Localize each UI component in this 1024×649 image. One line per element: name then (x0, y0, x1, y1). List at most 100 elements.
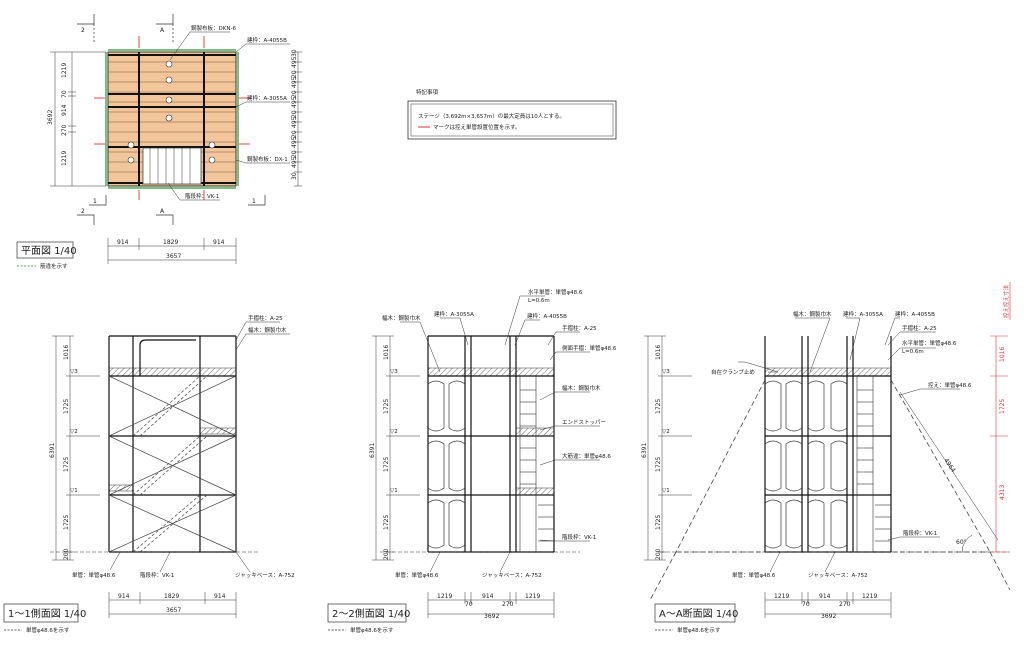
elev3-bottom-sub-1: 270 (839, 601, 851, 608)
elev1-bottom-dim-lines (108, 592, 237, 618)
plan-left-dim-0: 1219 (61, 63, 68, 78)
notes-panel: 特記事項 ステージ（3,692m×3,657m）の最大定員は10人とする。 マー… (407, 88, 617, 140)
elev2-label-stopper: エンドストッパー (562, 419, 606, 426)
elev1-braces (108, 375, 237, 553)
plan-left-dim-1: 70 (61, 90, 68, 98)
notes-box (407, 100, 617, 140)
notes-heading: 特記事項 (416, 88, 439, 96)
elev3-ladder (856, 376, 891, 552)
plan-left-dim-lines (50, 51, 106, 187)
elev1-label-tube: 単管：単管φ48.6 (72, 571, 116, 579)
elev3-label-tube: 単管：単管φ48.6 (732, 571, 776, 579)
elev2-label-handrail: 手摺柱：A-25 (562, 324, 597, 332)
elev3-diag-dim-line (899, 391, 999, 541)
elev2-label-guard: 側面手摺：単管φ48.6 (562, 344, 617, 352)
elev1-left-dim-1: 1725 (63, 399, 70, 414)
plan-bottom-dim-1: 1829 (163, 239, 178, 246)
plan-board-lines (108, 61, 236, 173)
elev3-struts (649, 379, 1011, 601)
plan-bottom-dim-0: 914 (117, 239, 129, 246)
plan-tie-arrows (94, 36, 250, 200)
plan-marker-a-bottom: A (160, 208, 165, 215)
elev2-level-1: ▽1 (390, 488, 398, 494)
elev1-label-stair: 階段枠：VK-1 (140, 571, 174, 579)
elev3-label-handrail: 手摺柱：A-25 (902, 324, 937, 332)
elev3-label-clamp: 自在クランプ止め (711, 368, 755, 376)
elev3-left-dim-2: 1725 (655, 457, 662, 472)
plan-label-deck: 鋼製布板：DKN-6 (191, 24, 236, 32)
elev3-red-dim-1: 1725 (999, 399, 1006, 414)
plan-bracing (105, 49, 239, 189)
elev3-label-jack: ジャッキベース：A-752 (808, 572, 868, 579)
plan-label-deck2: 鋼製布板：DX-1 (247, 155, 288, 163)
elev2-label-tube: 単管：単管φ48.6 (395, 571, 439, 579)
elev3-diag-dim: 4964 (942, 457, 956, 474)
elev3-deck-3 (764, 367, 892, 377)
plan-right-dim-0: 30 (291, 49, 298, 57)
plan-bottom-dim-2: 914 (213, 239, 225, 246)
elev3-bottom-dim-0: 1219 (774, 593, 789, 600)
elev1-left-dim-lines (52, 335, 100, 561)
plan-view: 2 A (16, 14, 302, 270)
elev3-left-dim-lines (644, 335, 692, 561)
elev3-label-htube-len: L=0.6m (902, 349, 924, 355)
elev2-label-htube: 水平単管：単管φ48.6 (528, 288, 583, 296)
elev2-left-dim-lines (372, 335, 420, 561)
elevation-2: 1016 1725 1725 1725 200 6391 ▽3 ▽2 ▽1 幅木… (327, 288, 617, 634)
plan-right-dim-6: 20 (291, 110, 298, 118)
elev1-label-toeboard: 幅木：鋼製巾木 (248, 326, 287, 334)
elev2-label-brace: 大筋違：単管φ48.6 (562, 452, 611, 460)
elev2-level-2: ▽2 (390, 429, 398, 435)
elev2-bottom-dim-lines (427, 592, 555, 618)
elev2-bottom-dim-1: 914 (482, 593, 494, 600)
plan-title: 平面図 1/40 (21, 245, 77, 257)
elev3-title-box (654, 603, 736, 623)
elev1-bottom-dim-0: 914 (118, 593, 130, 600)
plan-label-ladder: 階段枠：VK-1 (185, 192, 219, 200)
plan-left-total: 3692 (47, 110, 54, 125)
elev1-left-total: 6391 (49, 443, 56, 458)
plan-marker-1-bottom-b: 1 (252, 198, 256, 205)
elev2-bottom-dim-0: 1219 (437, 593, 452, 600)
plan-right-dim-10: 20 (291, 150, 298, 158)
plan-legend: 筋違を示す (40, 262, 68, 270)
elev2-label-toe: 幅木：鋼製巾木 (382, 314, 421, 322)
elev2-left-total: 6391 (369, 443, 376, 458)
plan-right-dim-lines (294, 51, 302, 187)
plan-left-dim-3: 270 (61, 124, 68, 136)
plan-right-dim-11: 495 (291, 156, 298, 168)
section-marker-top-2 (77, 14, 95, 44)
plan-right-dim-2: 20 (291, 70, 298, 78)
elev3-leaders (738, 317, 960, 573)
elev2-label-htube-len: L=0.6m (528, 298, 550, 304)
elev2-bottom-sub-1: 270 (502, 601, 514, 608)
plan-right-dim-1: 495 (291, 56, 298, 68)
elev2-left-dim-3: 1725 (383, 515, 390, 530)
elev3-title: A～A断面図 1/40 (659, 607, 738, 620)
elev2-left-dim-1: 1725 (383, 399, 390, 414)
elev3-left-total: 6391 (641, 443, 648, 458)
elev1-bottom-dim-1: 1829 (164, 593, 179, 600)
elev1-left-dim-4: 200 (63, 548, 70, 560)
elev3-red-dim-lines (990, 282, 1011, 553)
elev3-angle: 60° (956, 539, 967, 546)
elev3-label-stair: 階段枠：VK-1 (903, 529, 937, 537)
elev2-label-post-b: 建枠：A-4055B (527, 312, 567, 320)
elev1-title: 1～1側面図 1/40 (8, 607, 86, 620)
elevation-3: 4964 60° 1016 1725 1725 1725 200 6391 ▽3… (641, 282, 1011, 634)
elev3-label-post-b: 建枠：A-4055B (895, 310, 935, 318)
elev1-deck-3 (108, 367, 237, 377)
elev3-red-dim-0: 1016 (999, 347, 1006, 362)
elev2-level-3: ▽3 (390, 369, 398, 375)
elev1-left-dim-3: 1725 (63, 515, 70, 530)
plan-right-dim-3: 495 (291, 76, 298, 88)
elev2-label-post-a: 建枠：A-3055A (434, 310, 474, 318)
elev3-legend: 単管φ48.6を示す (677, 626, 721, 634)
elev2-deck-3 (427, 367, 555, 377)
elev2-label-toe2: 幅木：鋼製巾木 (562, 384, 601, 392)
elev1-leaders (109, 321, 290, 573)
elev3-bottom-dim-2: 1219 (862, 593, 877, 600)
plan-marker-a-top: A (160, 27, 165, 34)
elev2-title-box (327, 603, 407, 623)
